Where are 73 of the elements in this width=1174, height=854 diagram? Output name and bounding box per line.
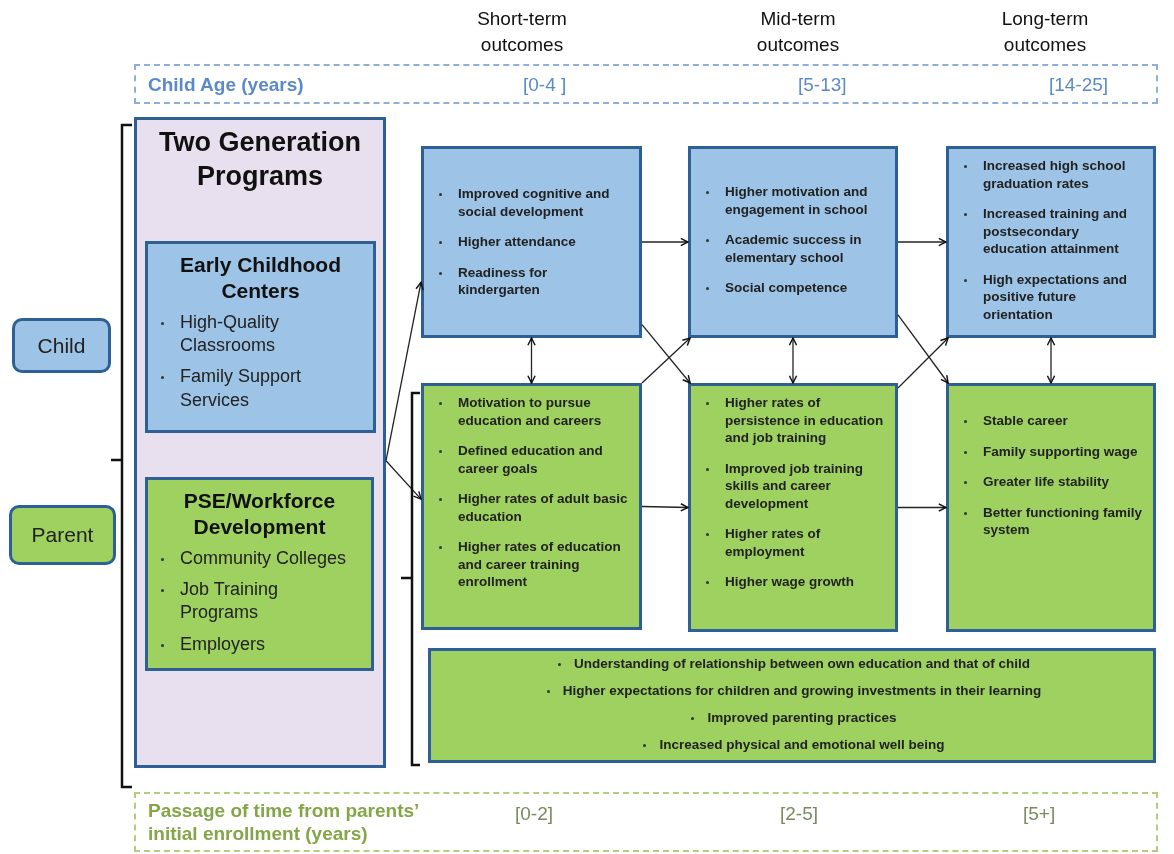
outcome-item: Increased physical and emotional well being (639, 737, 945, 752)
program-panel (134, 117, 386, 768)
arrow (385, 460, 422, 500)
outcome-item: Defined education and career goals (436, 442, 631, 478)
outcome-item: Stable career (961, 412, 1145, 430)
arrow (897, 503, 947, 512)
category-box (9, 505, 116, 565)
range-label: [14-25] (1049, 74, 1109, 96)
program-item: Job Training Programs (158, 577, 361, 625)
range-label: [5+] (1023, 803, 1056, 825)
outcome-box (688, 146, 898, 338)
column-heading: Mid-term outcomes (755, 7, 841, 57)
range-label: [0-2] (515, 803, 554, 825)
outcome-item: Higher rates of employment (703, 525, 887, 561)
program-item: Family Support Services (158, 365, 363, 413)
category-box (12, 318, 111, 373)
outcome-item: Motivation to pursue education and careers (436, 394, 631, 430)
range-label: [2-5] (780, 803, 819, 825)
program-item: Community Colleges (158, 546, 361, 570)
arrow (641, 237, 689, 247)
outcome-item: Understanding of relationship between own education and that of child (554, 656, 1030, 671)
arrow (641, 323, 691, 384)
arrow (788, 337, 798, 384)
range-label: [5-13] (798, 74, 847, 96)
outcome-item: Higher attendance (436, 233, 631, 251)
outcome-box (421, 146, 642, 338)
arrow (641, 503, 689, 512)
program-title: Early Childhood Centers (179, 252, 342, 305)
outcome-item: Social competence (703, 279, 887, 297)
outcome-item: Higher rates of persistence in education and job training (703, 394, 887, 447)
range-label: [0-4 ] (523, 74, 567, 96)
band-title: Child Age (years) (148, 74, 305, 97)
outcome-item: Improved cognitive and social development (436, 185, 631, 221)
outcome-item: Improved parenting practices (687, 710, 897, 725)
arrow (641, 337, 691, 384)
arrow (897, 314, 949, 384)
arrow (897, 237, 947, 247)
outcome-item: Greater life stability (961, 473, 1145, 491)
outcome-item: Higher rates of adult basic education (436, 490, 631, 526)
category-label: Parent (31, 523, 94, 547)
arrow (385, 281, 424, 462)
arrow (527, 337, 536, 384)
arrow (897, 337, 949, 389)
panel-title: Two Generation Programs (158, 126, 362, 193)
outcome-item: Better functioning family system (961, 503, 1145, 539)
outcome-item: Increased high school graduation rates (961, 157, 1145, 193)
outcome-item: Increased training and postsecondary education attainment (961, 205, 1145, 258)
outcome-item: Higher expectations for children and growing investments in their learning (542, 683, 1042, 698)
column-heading: Short-term outcomes (476, 7, 568, 57)
outcome-item: Higher wage growth (703, 573, 887, 591)
outcome-box (946, 146, 1156, 338)
outcome-item: Higher motivation and engagement in school (703, 183, 887, 219)
program-title: PSE/Workforce Development (182, 488, 337, 541)
outcome-item: Readiness for kindergarten (436, 263, 631, 299)
dashed-band (134, 64, 1158, 104)
outcome-box (421, 383, 642, 630)
outcome-item: Improved job training skills and career development (703, 459, 887, 513)
program-item: High-Quality Classrooms (158, 310, 363, 358)
arrow (1046, 337, 1056, 384)
dashed-band (134, 792, 1158, 852)
program-box (145, 477, 374, 671)
program-box (145, 241, 376, 433)
band-title: Passage of time from parents’ initial enrollment (years) (148, 800, 420, 846)
outcome-item: Academic success in elementary school (703, 231, 887, 267)
column-heading: Long-term outcomes (1000, 7, 1090, 57)
outcome-box (428, 648, 1156, 763)
outcome-box (688, 383, 898, 632)
outcome-item: Family supporting wage (961, 442, 1145, 461)
program-item: Employers (158, 632, 361, 657)
outcome-box (946, 383, 1156, 632)
outcome-item: Higher rates of education and career training enrollment (436, 538, 631, 591)
category-label: Child (37, 333, 86, 358)
outcome-item: High expectations and positive future orientation (961, 270, 1145, 324)
